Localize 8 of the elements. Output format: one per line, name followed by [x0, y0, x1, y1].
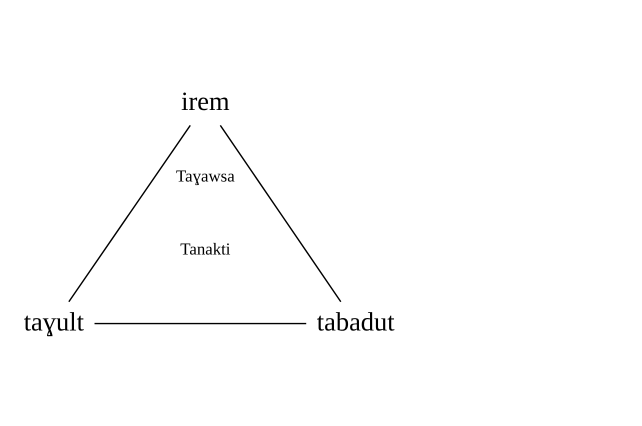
connector — [68, 124, 191, 302]
label: Tanakti — [180, 239, 230, 258]
connector — [220, 124, 342, 302]
node-text: irem — [181, 86, 230, 116]
node-text: tabadut — [316, 306, 395, 336]
connector — [94, 322, 306, 324]
node-text: taɣult — [24, 306, 84, 336]
label: Taɣawsa — [176, 166, 235, 185]
